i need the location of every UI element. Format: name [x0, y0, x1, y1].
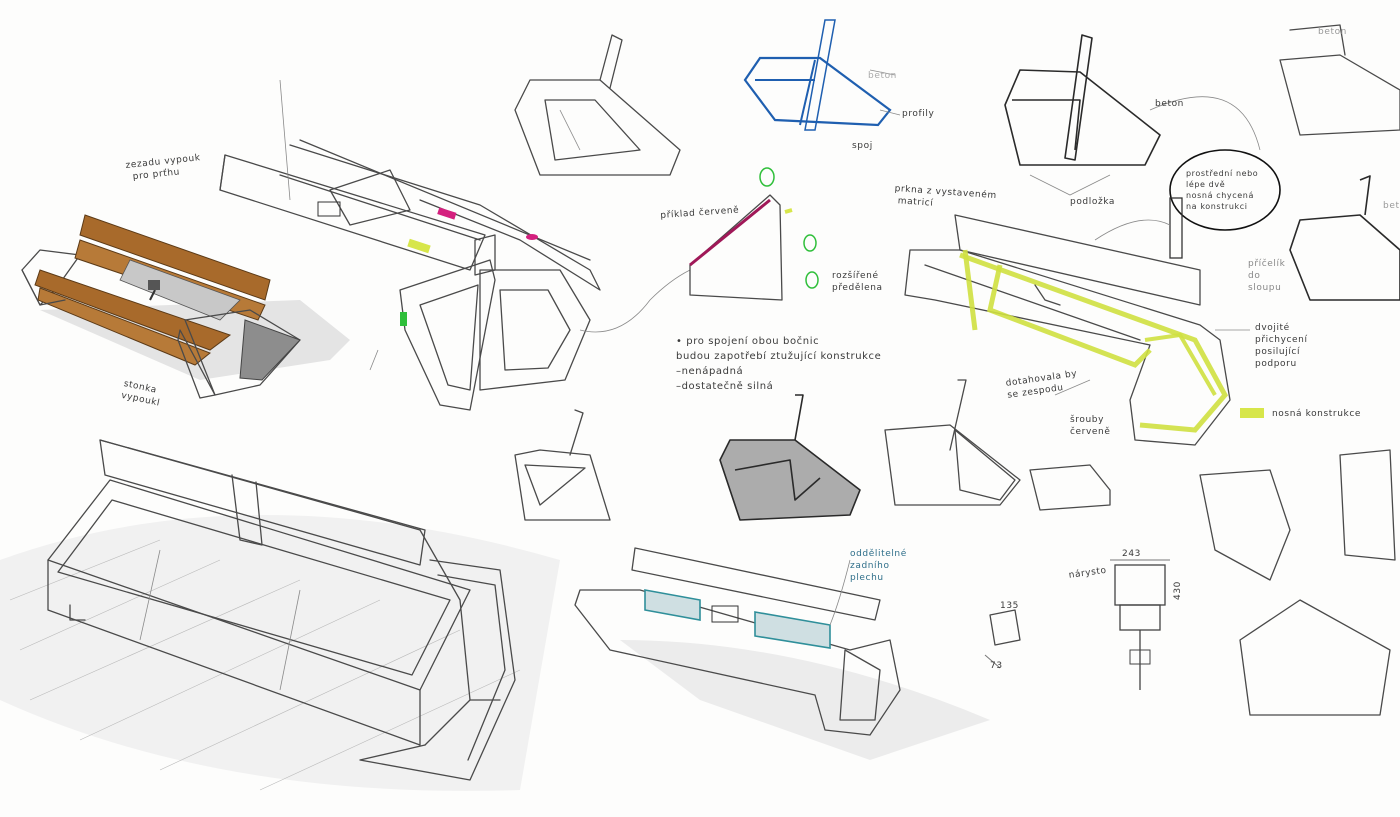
exploded-bench-sketch [219, 79, 691, 411]
panel-example-sketch [689, 167, 819, 301]
note-pridelat: příčelík do sloupu [1248, 258, 1285, 294]
note-beton-top: beton [1318, 27, 1347, 37]
structure-bench-sketch [904, 214, 1264, 446]
note-line: do [1248, 271, 1261, 281]
side-view-sketch-1 [514, 34, 681, 176]
note-line: –dostatečně silná [676, 381, 774, 392]
note-bullets: • pro spojení obou bočnic budou zapotřeb… [676, 334, 881, 394]
note-oddelitelni: oddělitelné zadního plechu [850, 548, 907, 584]
note-line: rozšířené [832, 271, 879, 281]
speech-bubble [1169, 149, 1281, 231]
note-nosna-konstrukce: nosná konstrukce [1272, 409, 1362, 419]
card-reader-icon [148, 280, 160, 290]
note-line: podporu [1255, 359, 1297, 369]
note-line: lépe dvě [1186, 180, 1226, 189]
note-line: šrouby [1070, 415, 1105, 425]
note-prostredni: prostřední nebo lépe dvě nosná chycená n… [1186, 168, 1258, 212]
corner-sketches-bottom-right [1199, 449, 1396, 716]
note-line: předělena [832, 283, 883, 293]
note-line: přichycení [1255, 335, 1308, 345]
note-line: plechu [850, 573, 884, 583]
card-reader-icon [711, 605, 739, 623]
side-view-sketch-hatched [719, 394, 861, 521]
note-line: prostřední nebo [1186, 169, 1259, 178]
marker-swatch-icon [1240, 408, 1264, 418]
note-dvojite: dvojité přichycení posilující podporu [1255, 322, 1308, 370]
corner-sketch-top-right [1279, 24, 1400, 136]
note-line: dvojité [1255, 323, 1290, 333]
note-beton-right: beton [1383, 201, 1400, 211]
note-line: budou zapotřebí ztužující konstrukce [676, 351, 882, 362]
leader-lines [829, 96, 1261, 626]
note-sroby: šrouby červeně [1070, 414, 1111, 438]
side-view-sketch-2 [514, 409, 611, 521]
note-beton-mid: beton [868, 71, 897, 81]
note-line: sloupu [1248, 283, 1282, 293]
note-line: na konstrukci [1186, 202, 1248, 211]
side-view-sketch-right [1289, 175, 1400, 301]
note-line: nosná chycená [1186, 191, 1254, 200]
note-line: zadního [850, 561, 890, 571]
dim-430: 430 [1173, 581, 1183, 600]
dim-135: 135 [1000, 601, 1019, 611]
note-beton: beton [1155, 99, 1184, 109]
note-podlozka: podložka [1070, 197, 1116, 207]
note-line: posilující [1255, 347, 1301, 357]
side-view-sketch-beton [1004, 34, 1161, 196]
note-line: –nenápadná [676, 366, 744, 377]
large-bench-sketch [0, 439, 560, 791]
dim-243: 243 [1122, 549, 1141, 559]
wooden-bench-sketch [21, 214, 350, 399]
note-line: příčelík [1248, 259, 1286, 269]
side-view-sketch-blue [743, 19, 901, 131]
socket-detail-sketch [1110, 559, 1170, 690]
bottom-bench-sketch [574, 547, 990, 760]
socket-icon [1169, 197, 1183, 259]
side-view-sketch-3 [884, 379, 1111, 511]
note-profily: profily [902, 109, 935, 119]
note-line: • pro spojení obou bočnic [676, 336, 820, 347]
card-reader-icon [317, 201, 341, 217]
note-spoj: spoj [852, 141, 873, 151]
note-line: červeně [1070, 427, 1111, 437]
dim-73: 73 [990, 661, 1003, 671]
note-line: oddělitelné [850, 549, 907, 559]
bracket-detail-sketch [984, 609, 1021, 669]
note-rozsirene: rozšířené předělena [832, 270, 883, 294]
